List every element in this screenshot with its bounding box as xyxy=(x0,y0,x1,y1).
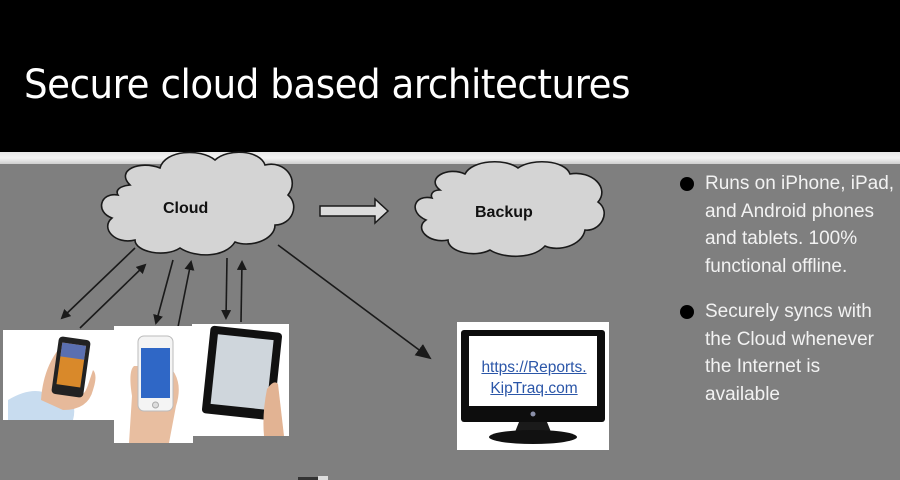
reports-url-link[interactable]: https://Reports. KipTraq.com xyxy=(474,357,594,399)
backup-arrow xyxy=(319,197,390,225)
reports-monitor xyxy=(457,322,609,450)
sync-arrow-android-up xyxy=(79,263,147,329)
bullet-dot-icon xyxy=(680,177,694,191)
title-bar: Secure cloud based architectures xyxy=(0,0,900,152)
sync-arrow-ipad-up xyxy=(236,260,247,323)
bullet-dot-icon xyxy=(680,305,694,319)
ipad-photo xyxy=(192,324,289,436)
reports-url-line1: https://Reports. xyxy=(481,359,587,376)
hand-shape xyxy=(263,382,284,436)
sync-arrow-iphone-up xyxy=(177,260,195,328)
sync-arrow-ipad-down xyxy=(221,257,232,320)
bullet-item: Securely syncs with the Cloud whenever t… xyxy=(680,298,895,408)
backup-cloud-shape xyxy=(414,160,605,258)
bullet-text: Runs on iPhone, iPad, and Android phones… xyxy=(705,173,895,277)
bullet-list: Runs on iPhone, iPad, and Android phones… xyxy=(680,170,895,426)
sync-arrow-android-down xyxy=(60,247,136,320)
iphone-photo xyxy=(114,326,193,443)
backup-label: Backup xyxy=(475,204,533,221)
bullet-text: Securely syncs with the Cloud whenever t… xyxy=(705,301,874,405)
cloud-shape xyxy=(100,151,295,256)
reports-url-line2: KipTraq.com xyxy=(490,380,578,397)
android-phone-photo xyxy=(3,330,118,420)
sync-arrow-iphone-down xyxy=(153,259,174,325)
cloud-label: Cloud xyxy=(163,200,209,217)
slide-title: Secure cloud based architectures xyxy=(24,62,630,108)
footer-mark xyxy=(318,476,328,480)
bullet-item: Runs on iPhone, iPad, and Android phones… xyxy=(680,170,895,280)
reports-arrow xyxy=(277,244,432,360)
footer-mark xyxy=(298,477,318,480)
